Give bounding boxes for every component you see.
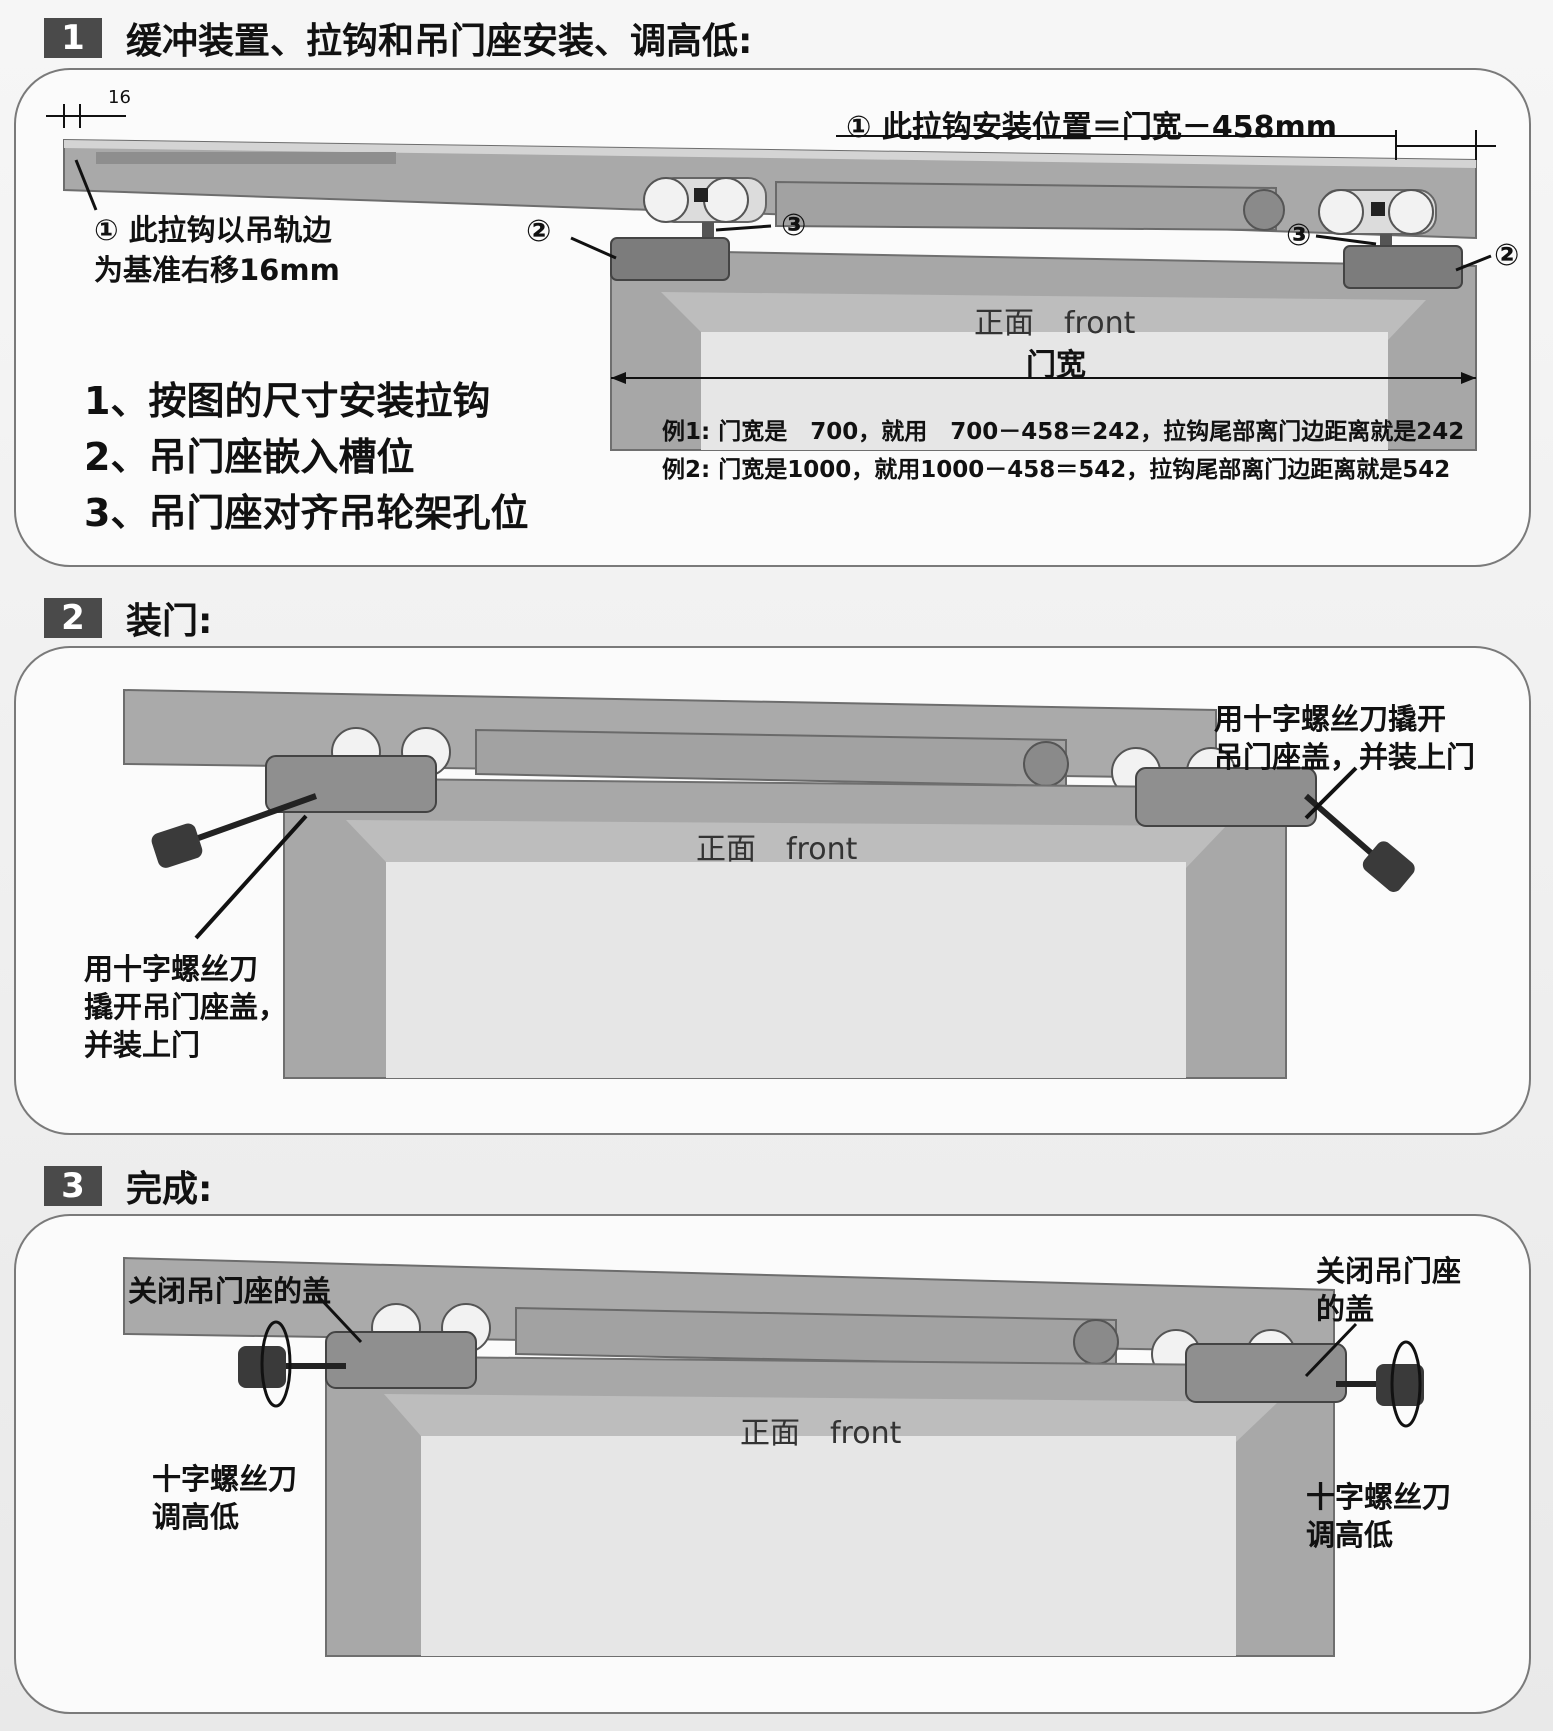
door-frame-top (661, 292, 1426, 340)
right-screwdriver-handle (1376, 1364, 1424, 1406)
callout-3-right: ③ (1286, 218, 1312, 253)
left-hanger-seat (610, 237, 730, 281)
door-panel (386, 862, 1186, 1078)
step-3-panel: 关闭吊门座的盖 关闭吊门座 的盖 正面 front 十字螺丝刀 调高低 十字螺丝… (14, 1214, 1531, 1714)
front-label: 正面 front (974, 306, 1136, 341)
left-roller-set (643, 177, 767, 240)
step-3-number: 3 (44, 1166, 102, 1206)
callout-2-right: ② (1494, 238, 1520, 273)
step-2-illustration (123, 688, 1415, 1079)
step-1-illustration (46, 104, 1496, 451)
close-cap-right: 关闭吊门座 的盖 (1316, 1254, 1462, 1326)
step-1-panel: 16 ① 此拉钩安装位置＝门宽－458mm ① 此拉钩以吊轨边 为基准右移16m… (14, 68, 1531, 567)
step-1-number: 1 (44, 18, 102, 58)
step-2-panel: 正面 front 用十字螺丝刀撬开 吊门座盖，并装上门 用十字螺丝刀 撬开吊门座… (14, 646, 1531, 1135)
instruction-1: 1、按图的尺寸安装拉钩 (84, 379, 491, 423)
left-hanger-seat (325, 1331, 477, 1389)
note-left: 用十字螺丝刀 撬开吊门座盖， 并装上门 (84, 952, 288, 1062)
track-rail-top (64, 140, 1476, 168)
door-panel (421, 1436, 1236, 1656)
note-right: 用十字螺丝刀撬开 吊门座盖，并装上门 (1214, 702, 1476, 774)
left-screwdriver-handle (151, 823, 203, 868)
step-3-header: 3 完成: (44, 1160, 212, 1212)
example-2: 例2: 门宽是1000，就用1000－458＝542，拉钩尾部离门边距离就是54… (662, 457, 1451, 483)
right-roller-set (1318, 189, 1437, 252)
callout-3-left: ③ (781, 208, 807, 243)
example-1: 例1: 门宽是 700，就用 700－458＝242，拉钩尾部离门边距离就是24… (662, 419, 1465, 445)
hook-bracket (96, 152, 396, 164)
left-rotate-arrow (260, 1320, 292, 1408)
door-panel (701, 332, 1388, 450)
instruction-2: 2、吊门座嵌入槽位 (84, 435, 415, 479)
right-hanger-seat (1135, 767, 1317, 827)
step-1-header: 1 缓冲装置、拉钩和吊门座安装、调高低: (44, 12, 752, 64)
front-label: 正面 front (696, 832, 858, 867)
adjust-right: 十字螺丝刀 调高低 (1306, 1480, 1452, 1552)
step-3-illustration (123, 1256, 1424, 1657)
right-hanger-seat (1343, 245, 1463, 289)
step-1-title: 缓冲装置、拉钩和吊门座安装、调高低: (126, 21, 753, 62)
dimension-16-label: 16 (108, 87, 131, 108)
front-label: 正面 front (740, 1416, 902, 1451)
adjust-left: 十字螺丝刀 调高低 (152, 1462, 298, 1534)
right-rotate-arrow (1390, 1340, 1422, 1428)
instruction-3: 3、吊门座对齐吊轮架孔位 (84, 491, 529, 535)
hook-offset-label: ① 此拉钩以吊轨边 为基准右移16mm (94, 213, 340, 287)
damper-body (475, 728, 1067, 788)
right-screwdriver-handle (1362, 841, 1415, 892)
step-3-title: 完成: (126, 1169, 213, 1210)
left-screwdriver-shaft (174, 793, 318, 849)
damper-body (775, 180, 1277, 232)
damper-pivot (1243, 189, 1285, 231)
step-2-number: 2 (44, 598, 102, 638)
hook-position-label: ① 此拉钩安装位置＝门宽－458mm (846, 110, 1337, 145)
callout-2-left: ② (526, 214, 552, 249)
step-2-title: 装门: (126, 601, 213, 642)
right-hanger-seat (1185, 1343, 1347, 1403)
close-cap-left: 关闭吊门座的盖 (128, 1274, 332, 1308)
door-width-label: 门宽 (1026, 348, 1086, 383)
step-2-header: 2 装门: (44, 592, 212, 644)
